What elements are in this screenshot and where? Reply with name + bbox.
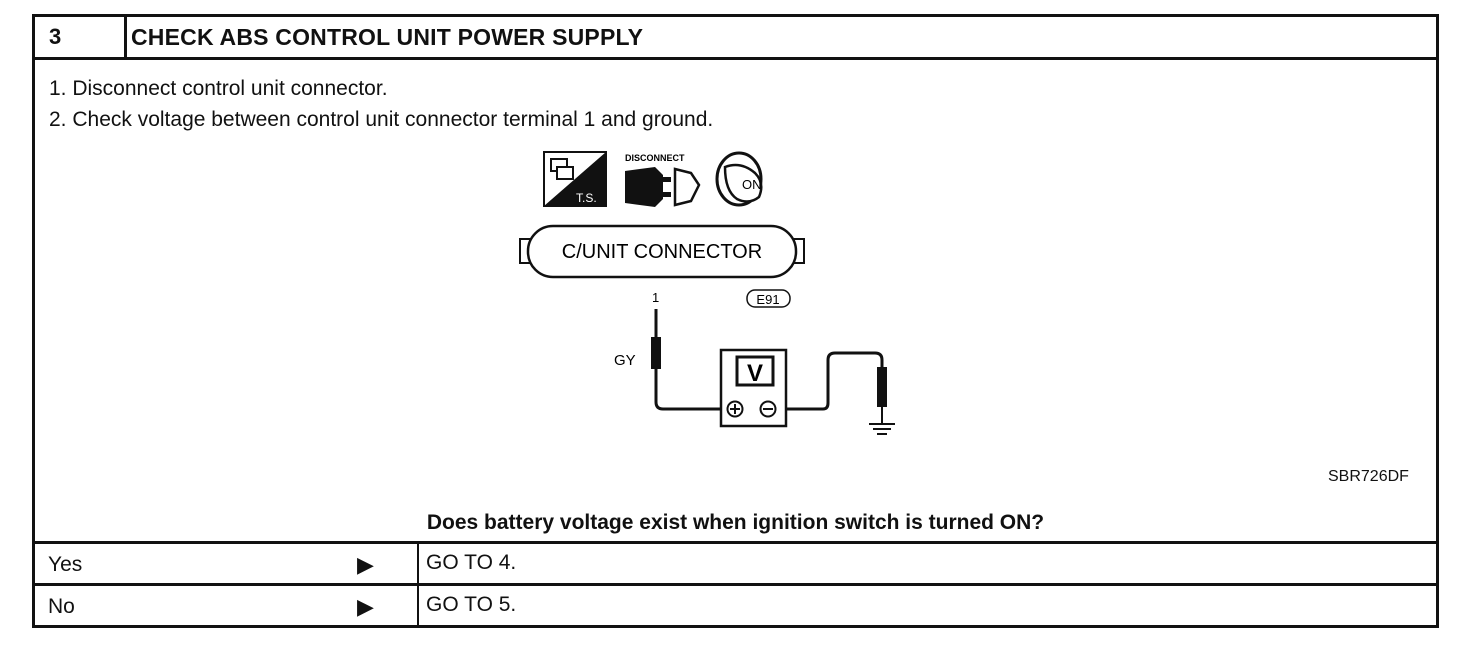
answer-result: GO TO 5. <box>417 586 516 625</box>
step-header: 3 CHECK ABS CONTROL UNIT POWER SUPPLY <box>35 17 1436 60</box>
instruction-item: 2. Check voltage between control unit co… <box>49 108 714 131</box>
instruction-list: 1. Disconnect control unit connector. 2.… <box>49 73 713 135</box>
answer-result: GO TO 4. <box>417 544 516 583</box>
wiring-diagram: T.S. DISCONNECT ON C/UNIT CONNECTOR 1 E9… <box>519 151 895 435</box>
disconnect-icon-label: DISCONNECT <box>625 153 685 163</box>
wire-color-label: GY <box>614 352 636 369</box>
arrow-right-icon: ▶ <box>357 552 374 577</box>
connector-label: C/UNIT CONNECTOR <box>562 241 762 263</box>
disconnect-icon: DISCONNECT <box>625 153 701 207</box>
terminal-label: 1 <box>652 290 659 305</box>
decision-question: Does battery voltage exist when ignition… <box>426 511 1045 534</box>
step-title: CHECK ABS CONTROL UNIT POWER SUPPLY <box>131 24 644 50</box>
meter-wiring: GY <box>614 309 895 435</box>
connector-code: E91 <box>756 292 779 307</box>
answer-row-yes: Yes ▶ GO TO 4. <box>35 541 1436 583</box>
voltmeter-icon: V <box>719 348 788 428</box>
ts-icon-label: T.S. <box>576 191 597 205</box>
control-unit-connector: C/UNIT CONNECTOR 1 E91 <box>519 224 805 308</box>
inspection-step-table: 3 CHECK ABS CONTROL UNIT POWER SUPPLY 1.… <box>32 14 1439 628</box>
arrow-right-icon: ▶ <box>357 594 374 619</box>
answer-label: Yes <box>48 553 83 576</box>
key-on-label: ON <box>742 177 762 192</box>
voltmeter-label: V <box>747 360 763 387</box>
figure-id: SBR726DF <box>1328 468 1409 485</box>
step-number: 3 <box>35 17 127 57</box>
answer-label: No <box>48 595 75 618</box>
answer-row-no: No ▶ GO TO 5. <box>35 583 1436 625</box>
ignition-key-icon: ON <box>715 151 763 207</box>
instruction-item: 1. Disconnect control unit connector. <box>49 77 388 100</box>
ts-icon: T.S. <box>543 151 607 207</box>
